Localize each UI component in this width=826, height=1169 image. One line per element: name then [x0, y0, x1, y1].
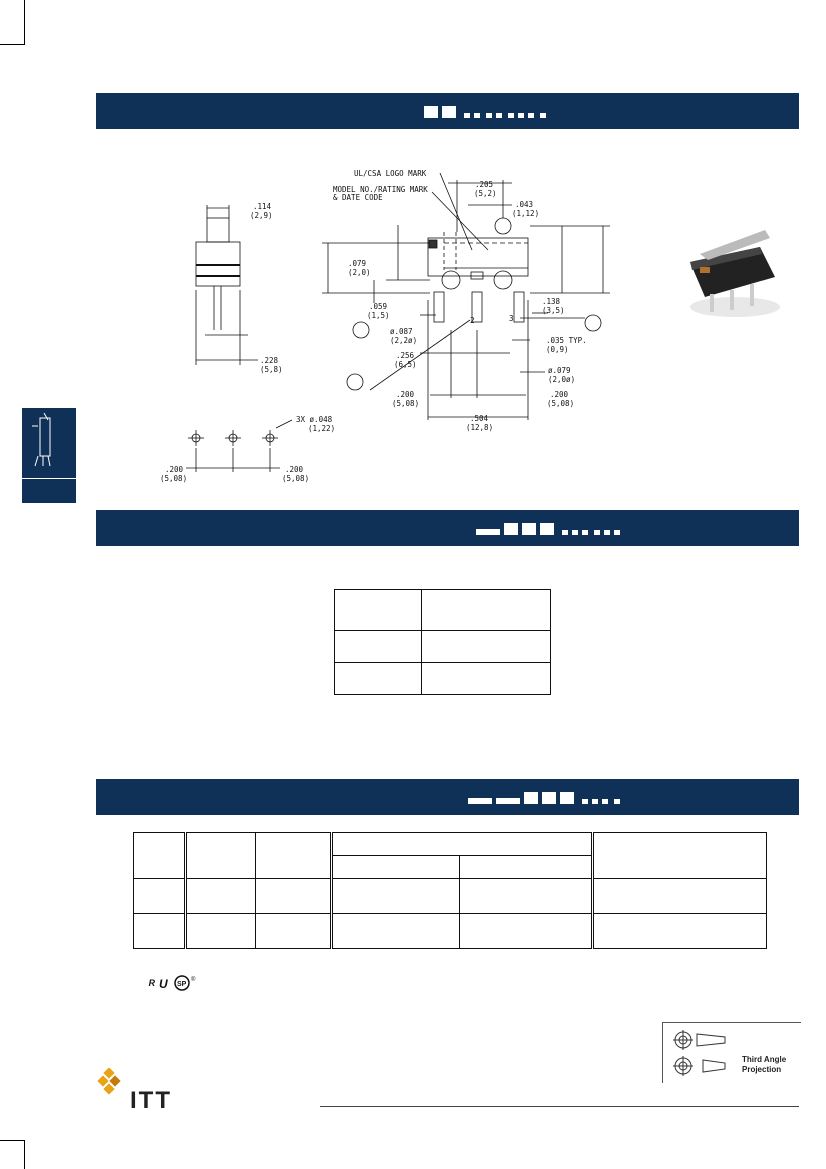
dim-side-bottom: .228: [260, 356, 279, 365]
dim-079b: ø.079: [548, 366, 571, 375]
dim-200-right-mm: (5,08): [547, 399, 574, 408]
dim-059-mm: (1,5): [367, 311, 390, 320]
dim-087: ø.087: [390, 327, 413, 336]
tab-divider: [22, 478, 76, 479]
dim-079-mm: (2,0): [348, 268, 371, 277]
table-cell: [185, 832, 256, 879]
crop-mark: [24, 0, 25, 45]
specifications-table: [133, 832, 767, 949]
table-cell: [330, 913, 461, 949]
dim-504: .504: [470, 414, 489, 423]
dim-079b-mm: (2,0ø): [548, 375, 575, 384]
projection-label: Third Angle Projection: [742, 1055, 786, 1075]
table-cell: [185, 878, 256, 914]
table-cell: [421, 630, 551, 663]
hole-callout-mm: (1,22): [308, 424, 335, 433]
dim-205: .205: [475, 180, 493, 189]
table-cell: [334, 630, 422, 663]
dim-side-top-mm: (2,9): [250, 211, 273, 220]
table-cell: [331, 832, 593, 856]
dim-200-left: .200: [396, 390, 415, 399]
projection-line-1: Third Angle: [742, 1055, 787, 1064]
table-cell: [255, 832, 333, 879]
dim-205-mm: (5,2): [474, 189, 497, 198]
dim-side-bottom-mm: (5,8): [260, 365, 283, 374]
table-cell: [133, 832, 187, 879]
dimension-drawing: .114 (2,9) .228 (5,8) UL/CSA LOGO MARK M…: [160, 169, 610, 483]
svg-text:U: U: [159, 977, 168, 991]
product-photo: [690, 230, 780, 317]
projection-line-2: Projection: [742, 1065, 782, 1074]
dim-035: .035 TYP.: [546, 336, 587, 345]
table-cell: [330, 878, 461, 914]
date-code-label: & DATE CODE: [333, 193, 383, 202]
side-category-tab: [22, 408, 76, 503]
dim-256-mm: (6,5): [394, 360, 417, 369]
section-header-ordering: [96, 510, 799, 546]
dim-256: .256: [396, 351, 415, 360]
dim-138-mm: (3,5): [542, 306, 565, 315]
dim-200-left-mm: (5,08): [392, 399, 419, 408]
table-cell: [459, 878, 593, 914]
ordering-table: [334, 589, 551, 695]
svg-text:SP: SP: [177, 981, 187, 988]
crop-mark: [24, 1140, 25, 1169]
crop-mark: [0, 44, 24, 45]
projection-box: [662, 1022, 801, 1083]
table-cell: [330, 855, 461, 879]
ul-csa-cert-icon: ᴿ U SP ®: [148, 975, 196, 992]
table-cell: [421, 589, 551, 631]
brand-name: ITT: [130, 1087, 172, 1114]
table-cell: [133, 913, 187, 949]
dim-504-mm: (12,8): [466, 423, 493, 432]
svg-text:ᴿ: ᴿ: [148, 977, 155, 992]
hole-dim-left: .200: [165, 465, 184, 474]
svg-text:®: ®: [191, 976, 196, 983]
section-header-dimensions: [96, 93, 799, 129]
switch-icon: [32, 412, 51, 467]
hole-dim-right-mm: (5,08): [282, 474, 309, 483]
table-cell: [255, 913, 333, 949]
dim-138: .138: [542, 297, 561, 306]
dim-043: .043: [515, 200, 533, 209]
table-cell: [334, 589, 422, 631]
dim-087-mm: (2,2ø): [390, 336, 417, 345]
hole-dim-right: .200: [285, 465, 304, 474]
pin-3-label: 3: [509, 314, 514, 323]
pin-2-label: 2: [470, 316, 475, 325]
table-cell: [255, 878, 333, 914]
table-cell: [591, 832, 767, 879]
section-header-specifications: [96, 779, 799, 815]
table-cell: [591, 878, 767, 914]
third-angle-projection-icon: [673, 1030, 726, 1076]
itt-logo-icon: [97, 1068, 121, 1095]
table-cell: [591, 913, 767, 949]
hole-dim-left-mm: (5,08): [160, 474, 187, 483]
dim-200-right: .200: [550, 390, 569, 399]
table-cell: [133, 878, 187, 914]
logo-mark-label: UL/CSA LOGO MARK: [354, 169, 427, 178]
dim-079: .079: [348, 259, 366, 268]
table-cell: [421, 662, 551, 695]
table-cell: [459, 913, 593, 949]
table-cell: [185, 913, 256, 949]
crop-mark: [0, 1140, 24, 1141]
dim-059: .059: [369, 302, 387, 311]
dim-035-mm: (0,9): [546, 345, 569, 354]
footer-rule: [320, 1106, 799, 1107]
model-mark-label: MODEL NO./RATING MARK: [333, 185, 428, 194]
table-cell: [334, 662, 422, 695]
dim-043-mm: (1,12): [512, 209, 539, 218]
table-cell: [459, 855, 593, 879]
dim-side-top: .114: [253, 202, 272, 211]
hole-callout: 3X ø.048: [296, 415, 333, 424]
